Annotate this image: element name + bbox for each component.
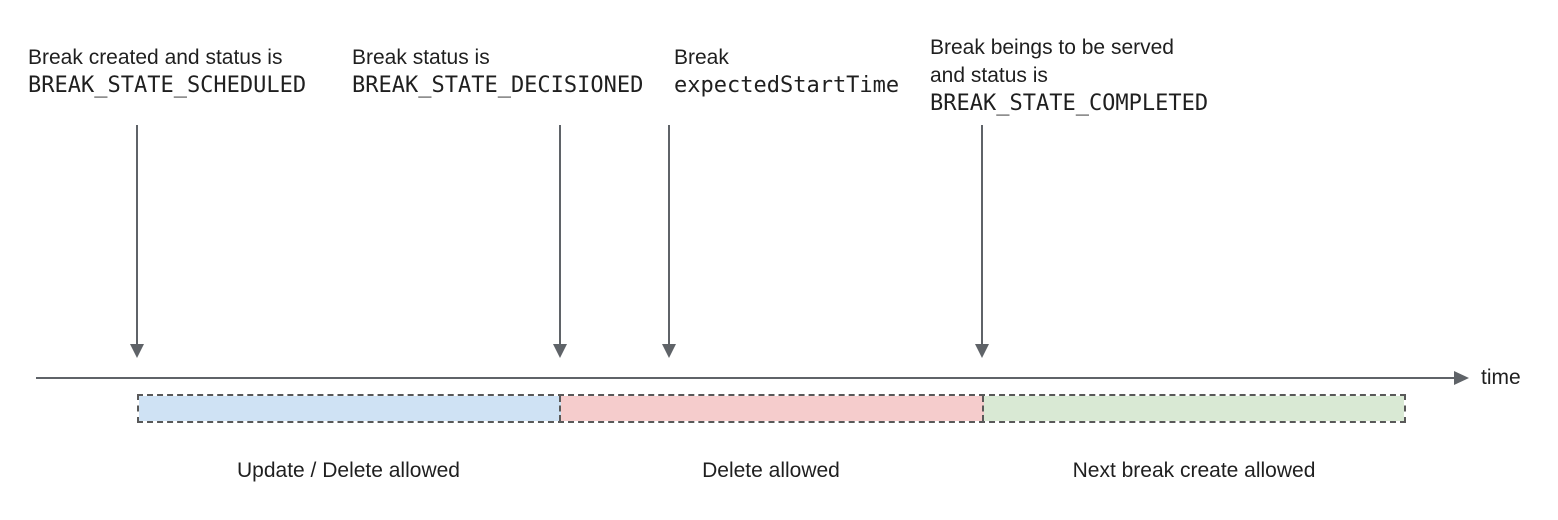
arrow-head-icon bbox=[662, 344, 676, 358]
arrow-head-icon bbox=[130, 344, 144, 358]
segment-label-next-break: Next break create allowed bbox=[1072, 459, 1316, 482]
segment-label-delete: Delete allowed bbox=[702, 459, 840, 482]
down-arrow-completed bbox=[975, 125, 989, 358]
annotation-break-scheduled: Break created and status is BREAK_STATE_… bbox=[28, 44, 306, 100]
annotation-code: BREAK_STATE_SCHEDULED bbox=[28, 73, 307, 98]
annotation-code: BREAK_STATE_DECISIONED bbox=[352, 73, 644, 98]
arrow-stem bbox=[136, 125, 138, 344]
arrow-stem bbox=[981, 125, 983, 344]
arrow-stem bbox=[668, 125, 670, 344]
arrow-stem bbox=[559, 125, 561, 344]
time-axis-label: time bbox=[1481, 366, 1521, 389]
segment-delete bbox=[561, 396, 984, 421]
segment-label-update-delete: Update / Delete allowed bbox=[237, 459, 460, 482]
down-arrow-scheduled bbox=[130, 125, 144, 358]
annotation-text: Break status is bbox=[352, 46, 490, 69]
segment-next-break bbox=[983, 396, 1404, 421]
annotation-text: Break beings to be served bbox=[930, 36, 1174, 59]
annotation-break-decisioned: Break status is BREAK_STATE_DECISIONED bbox=[352, 44, 643, 100]
state-bar bbox=[137, 394, 1406, 423]
arrow-head-icon bbox=[553, 344, 567, 358]
down-arrow-decisioned bbox=[553, 125, 567, 358]
annotation-break-completed: Break beings to be served and status is … bbox=[930, 34, 1208, 118]
down-arrow-expected-start bbox=[662, 125, 676, 358]
annotation-code: expectedStartTime bbox=[674, 73, 900, 98]
annotation-code: BREAK_STATE_COMPLETED bbox=[930, 91, 1209, 116]
time-axis-arrowhead-icon bbox=[1454, 371, 1469, 385]
annotation-text: and status is bbox=[930, 64, 1048, 87]
annotation-text: Break bbox=[674, 46, 729, 69]
time-axis-line bbox=[36, 377, 1455, 379]
arrow-head-icon bbox=[975, 344, 989, 358]
annotation-text: Break created and status is bbox=[28, 46, 283, 69]
segment-update-delete bbox=[139, 396, 562, 421]
annotation-expected-start-time: Break expectedStartTime bbox=[674, 44, 899, 100]
